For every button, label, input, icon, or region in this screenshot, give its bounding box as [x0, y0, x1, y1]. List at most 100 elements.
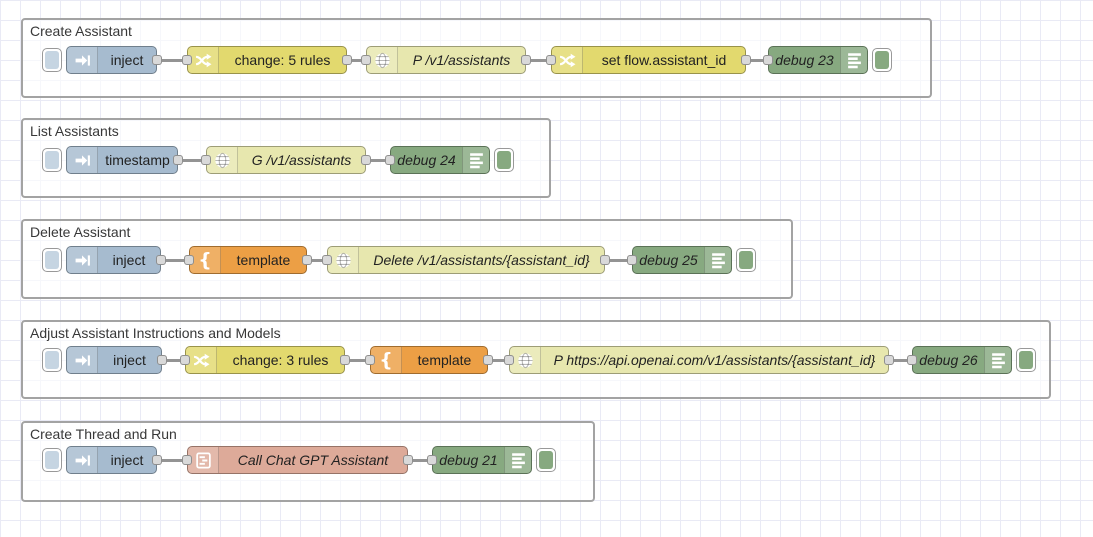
wire[interactable]: [526, 58, 551, 62]
node-http-request[interactable]: P /v1/assistants: [366, 46, 526, 74]
wire[interactable]: [157, 458, 187, 462]
node-change[interactable]: change: 3 rules: [185, 346, 345, 374]
input-port[interactable]: [322, 255, 332, 265]
output-port[interactable]: [340, 355, 350, 365]
wire[interactable]: [889, 358, 912, 362]
button-fill: [45, 351, 59, 369]
node-http-request[interactable]: G /v1/assistants: [206, 146, 366, 174]
node-label: debug 26: [919, 352, 978, 368]
button-fill: [497, 151, 511, 169]
output-port[interactable]: [361, 155, 371, 165]
button-fill: [45, 451, 59, 469]
input-port[interactable]: [385, 155, 395, 165]
output-port[interactable]: [152, 455, 162, 465]
node-label: change: 3 rules: [232, 352, 329, 368]
inject-button[interactable]: [42, 348, 62, 372]
input-port[interactable]: [182, 55, 192, 65]
output-port[interactable]: [483, 355, 493, 365]
node-label: template: [236, 252, 291, 268]
node-inject[interactable]: timestamp: [66, 146, 178, 174]
wire[interactable]: [408, 458, 432, 462]
wire[interactable]: [746, 58, 768, 62]
input-port[interactable]: [627, 255, 637, 265]
output-port[interactable]: [600, 255, 610, 265]
input-port[interactable]: [180, 355, 190, 365]
button-fill: [539, 451, 553, 469]
wire[interactable]: [366, 158, 390, 162]
globe-icon: [510, 347, 541, 373]
node-inject[interactable]: inject: [66, 46, 157, 74]
shuffle-icon: [552, 47, 583, 73]
output-port[interactable]: [302, 255, 312, 265]
node-inject[interactable]: inject: [66, 246, 161, 274]
output-port[interactable]: [152, 55, 162, 65]
debug-toggle-button[interactable]: [536, 448, 556, 472]
debug-toggle-button[interactable]: [494, 148, 514, 172]
wire[interactable]: [161, 258, 189, 262]
wire[interactable]: [178, 158, 206, 162]
node-template[interactable]: {template: [370, 346, 488, 374]
shuffle-icon: [186, 347, 217, 373]
inject-arrow-icon: [67, 447, 98, 473]
node-debug[interactable]: debug 21: [432, 446, 532, 474]
node-template[interactable]: {template: [189, 246, 307, 274]
input-port[interactable]: [201, 155, 211, 165]
wire[interactable]: [157, 58, 187, 62]
node-subflow[interactable]: Call Chat GPT Assistant: [187, 446, 408, 474]
input-port[interactable]: [907, 355, 917, 365]
group-label: Create Assistant: [30, 23, 132, 39]
output-port[interactable]: [403, 455, 413, 465]
node-change[interactable]: change: 5 rules: [187, 46, 347, 74]
input-port[interactable]: [763, 55, 773, 65]
node-label: inject: [110, 52, 144, 68]
output-port[interactable]: [884, 355, 894, 365]
output-port[interactable]: [173, 155, 183, 165]
wire[interactable]: [345, 358, 370, 362]
debug-toggle-button[interactable]: [736, 248, 756, 272]
input-port[interactable]: [182, 455, 192, 465]
debug-toggle-button[interactable]: [872, 48, 892, 72]
input-port[interactable]: [546, 55, 556, 65]
button-fill: [1019, 351, 1033, 369]
node-inject[interactable]: inject: [66, 446, 157, 474]
input-port[interactable]: [427, 455, 437, 465]
node-http-request[interactable]: P https://api.openai.com/v1/assistants/{…: [509, 346, 889, 374]
group-label: Delete Assistant: [30, 224, 131, 240]
inject-button[interactable]: [42, 48, 62, 72]
shuffle-icon: [188, 47, 219, 73]
inject-button[interactable]: [42, 148, 62, 172]
button-fill: [739, 251, 753, 269]
inject-arrow-icon: [67, 247, 98, 273]
node-debug[interactable]: debug 25: [632, 246, 732, 274]
output-port[interactable]: [156, 255, 166, 265]
debug-list-icon: [504, 447, 531, 473]
wire[interactable]: [347, 58, 366, 62]
input-port[interactable]: [365, 355, 375, 365]
input-port[interactable]: [184, 255, 194, 265]
node-label: Call Chat GPT Assistant: [237, 452, 389, 468]
input-port[interactable]: [504, 355, 514, 365]
output-port[interactable]: [741, 55, 751, 65]
debug-toggle-button[interactable]: [1016, 348, 1036, 372]
wire[interactable]: [488, 358, 509, 362]
node-change[interactable]: set flow.assistant_id: [551, 46, 746, 74]
node-debug[interactable]: debug 23: [768, 46, 868, 74]
output-port[interactable]: [521, 55, 531, 65]
wire[interactable]: [307, 258, 327, 262]
node-label: timestamp: [105, 152, 170, 168]
inject-button[interactable]: [42, 448, 62, 472]
node-debug[interactable]: debug 26: [912, 346, 1012, 374]
debug-list-icon: [840, 47, 867, 73]
node-debug[interactable]: debug 24: [390, 146, 490, 174]
wire[interactable]: [162, 358, 185, 362]
node-http-request[interactable]: Delete /v1/assistants/{assistant_id}: [327, 246, 605, 274]
output-port[interactable]: [342, 55, 352, 65]
output-port[interactable]: [157, 355, 167, 365]
node-label: G /v1/assistants: [251, 152, 352, 168]
input-port[interactable]: [361, 55, 371, 65]
node-inject[interactable]: inject: [66, 346, 162, 374]
wire[interactable]: [605, 258, 632, 262]
inject-arrow-icon: [67, 147, 98, 173]
inject-button[interactable]: [42, 248, 62, 272]
